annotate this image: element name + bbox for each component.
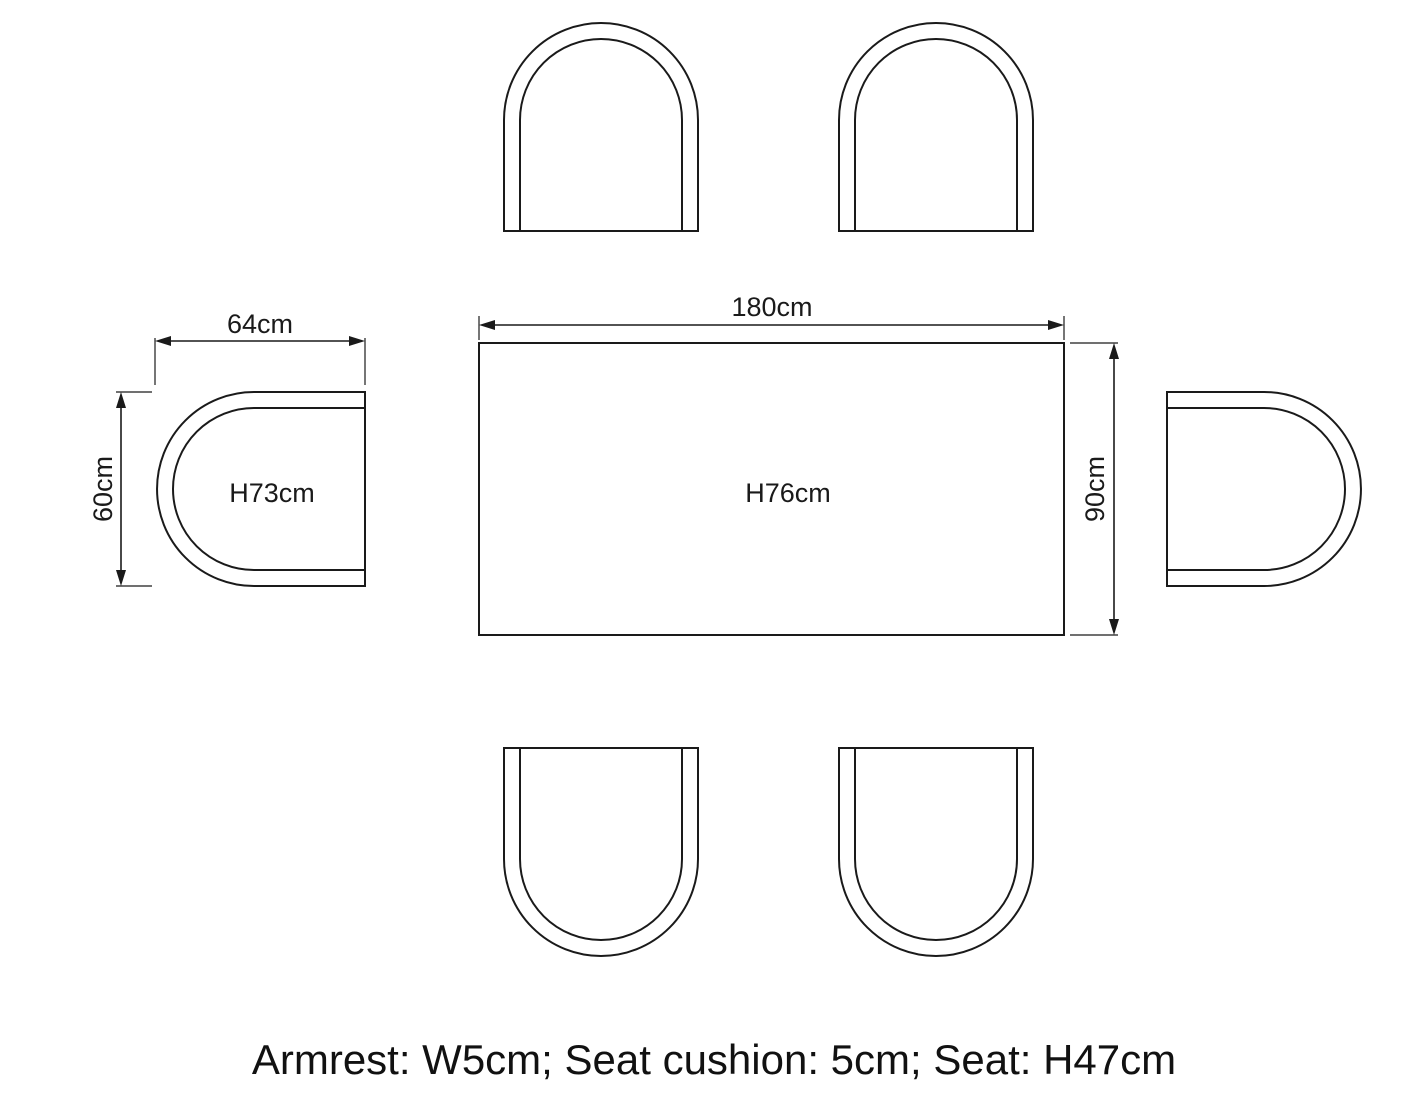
table-top bbox=[478, 342, 1065, 636]
chair-left bbox=[156, 391, 366, 587]
chair-top-left bbox=[503, 22, 699, 232]
chair-top-right bbox=[838, 22, 1034, 232]
table-depth-label: 90cm bbox=[1080, 456, 1110, 522]
chair-depth-dimension bbox=[116, 391, 152, 587]
table-width-label: 180cm bbox=[731, 292, 812, 322]
chair-height-label: H73cm bbox=[229, 478, 315, 508]
specifications-footnote: Armrest: W5cm; Seat cushion: 5cm; Seat: … bbox=[251, 1036, 1177, 1083]
table-height-label: H76cm bbox=[745, 478, 831, 508]
table-depth-dimension bbox=[1070, 342, 1119, 636]
chair-width-dimension bbox=[154, 336, 366, 385]
chair-bottom-right bbox=[838, 747, 1034, 957]
chair-depth-label: 60cm bbox=[88, 456, 118, 522]
table-width-dimension bbox=[478, 316, 1065, 340]
chair-width-label: 64cm bbox=[227, 309, 293, 339]
chair-bottom-left bbox=[503, 747, 699, 957]
chair-right bbox=[1166, 391, 1362, 587]
